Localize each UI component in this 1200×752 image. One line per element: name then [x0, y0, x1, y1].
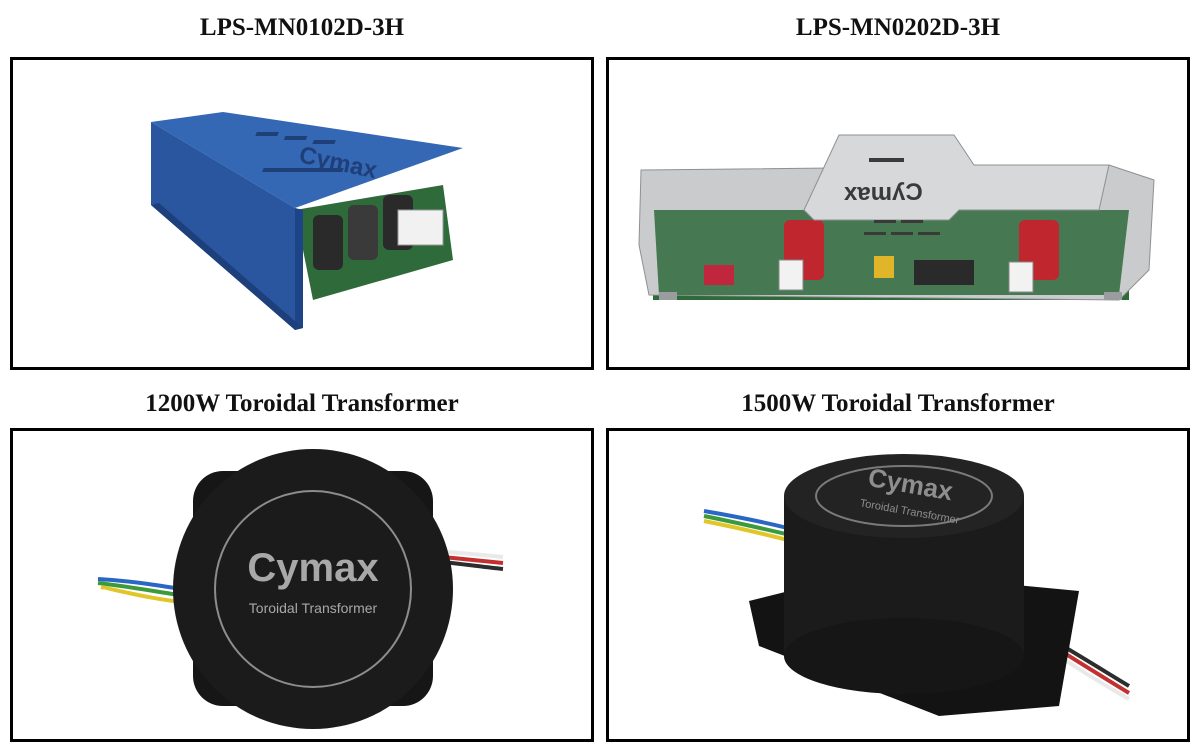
- product-image-frame-3: Cymax Toroidal Transformer: [10, 428, 594, 742]
- blue-power-supply-image: Cymax: [151, 112, 463, 330]
- enclosure-top: [151, 112, 463, 208]
- panel-title-4: 1500W Toroidal Transformer: [741, 390, 1055, 417]
- toroidal-transformer-1200w-image: Cymax Toroidal Transformer: [97, 449, 504, 729]
- toroidal-transformer-1500w-image: Cymax Toroidal Transformer: [703, 454, 1131, 716]
- panel-title-2: LPS-MN0202D-3H: [795, 14, 1001, 41]
- brand-logo-3: Cymax: [247, 546, 378, 590]
- svg-text:xɐɯʎƆ: xɐɯʎƆ: [844, 179, 923, 206]
- panel-title-3: 1200W Toroidal Transformer: [145, 390, 459, 417]
- product-image-frame-1: Cymax: [10, 57, 594, 370]
- product-image-frame-4: Cymax Toroidal Transformer: [606, 428, 1190, 742]
- silver-power-supply-image: xɐɯʎƆ: [638, 134, 1155, 301]
- panel-title-1: LPS-MN0102D-3H: [199, 14, 405, 41]
- transformer-label-3: Toroidal Transformer: [249, 600, 378, 616]
- product-image-frame-2: xɐɯʎƆ: [606, 57, 1190, 370]
